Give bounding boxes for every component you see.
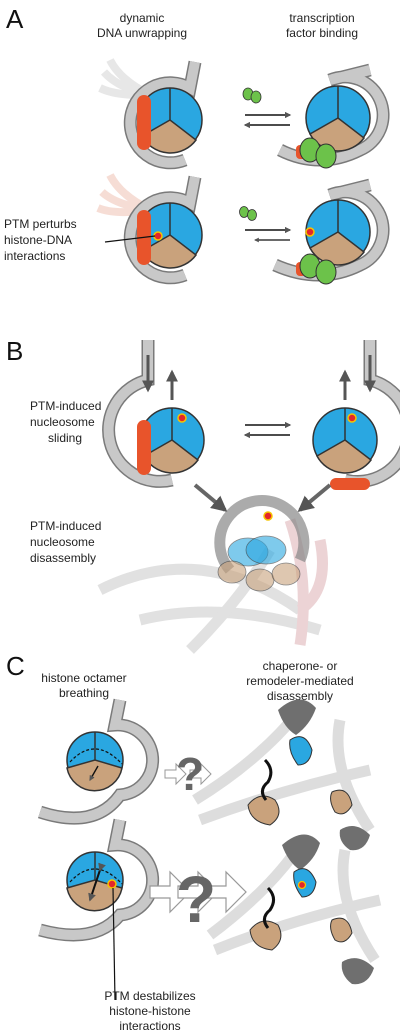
- caption-factor-binding: factor binding: [286, 26, 358, 40]
- ptm-label-a-2: histone-DNA: [4, 233, 72, 247]
- disassembled-nucleosome: [97, 495, 328, 654]
- question-mark-large: ?: [176, 862, 216, 936]
- panel-letter-a: A: [6, 4, 24, 34]
- nucleosome-c1: [37, 698, 160, 825]
- disassembly-label-1: PTM-induced: [30, 519, 101, 533]
- ptm-label-c-1: PTM destabilizes: [104, 989, 195, 1003]
- tf-free-a2: [239, 206, 257, 221]
- nucleosome-a2-left: [96, 173, 203, 285]
- chaperone-complex-c2: [206, 834, 382, 985]
- nucleosome-b-right: [312, 340, 400, 490]
- caption-transcription: transcription: [289, 11, 354, 25]
- nucleosome-c2: [38, 818, 160, 942]
- sliding-label-3: sliding: [48, 431, 82, 445]
- ptm-label-c-3: interactions: [119, 1019, 180, 1032]
- caption-octamer: histone octamer: [41, 671, 126, 685]
- sliding-label-1: PTM-induced: [30, 399, 101, 413]
- nucleosome-b-left: [102, 340, 205, 488]
- ptm-label-c-2: histone-histone: [109, 1004, 191, 1018]
- caption-dna-unwrapping: DNA unwrapping: [97, 26, 187, 40]
- panel-letter-b: B: [6, 336, 23, 366]
- chaperone-complex-c1: [192, 699, 375, 851]
- ptm-leader-line-c: [112, 887, 116, 1001]
- tf-free-a1: [242, 87, 262, 104]
- caption-remodeler: remodeler-mediated: [246, 674, 353, 688]
- nucleosome-a2-right: [272, 178, 390, 285]
- question-arrows-large: [149, 870, 247, 914]
- disassembly-arrows: [193, 483, 332, 513]
- nucleosome-a1-left: [98, 58, 203, 170]
- question-arrows-small: [164, 762, 212, 786]
- caption-disassembly: disassembly: [267, 689, 333, 703]
- disassembly-label-3: disassembly: [30, 551, 96, 565]
- ptm-label-a-1: PTM perturbs: [4, 217, 77, 231]
- caption-breathing: breathing: [59, 686, 109, 700]
- caption-chaperone: chaperone- or: [263, 659, 338, 673]
- caption-dynamic: dynamic: [120, 11, 165, 25]
- ptm-label-a-3: interactions: [4, 249, 65, 263]
- panel-letter-c: C: [6, 651, 25, 681]
- ptm-leader-line: [104, 235, 156, 243]
- ptm-mark: [153, 231, 163, 241]
- sliding-label-2: nucleosome: [30, 415, 95, 429]
- disassembly-label-2: nucleosome: [30, 535, 95, 549]
- nucleosome-a1-right: [277, 63, 390, 169]
